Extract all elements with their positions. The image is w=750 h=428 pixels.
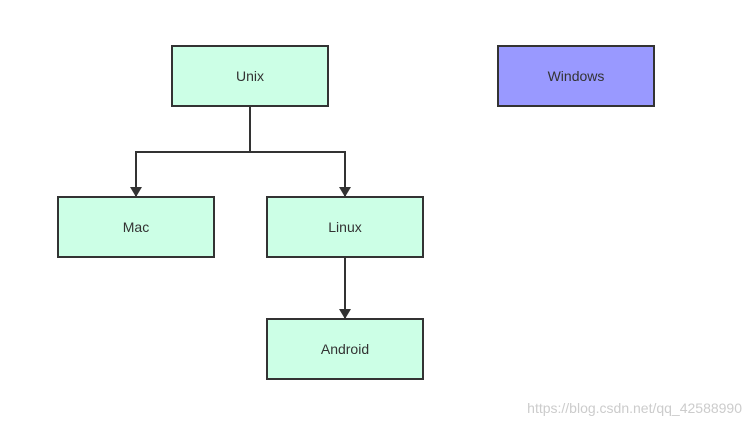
node-linux-box — [266, 196, 424, 258]
node-android-label: Android — [321, 341, 369, 357]
node-unix-box — [171, 45, 329, 107]
node-windows-box — [497, 45, 655, 107]
node-mac-label: Mac — [123, 219, 149, 235]
node-mac-box — [57, 196, 215, 258]
node-android: Android — [266, 318, 424, 380]
node-linux-label: Linux — [328, 219, 361, 235]
edge-unix-to-mac — [130, 151, 250, 197]
node-windows: Windows — [497, 45, 655, 107]
watermark-text: https://blog.csdn.net/qq_42588990 — [527, 400, 742, 416]
edge-unix-to-linux — [250, 151, 351, 197]
node-unix: Unix — [171, 45, 329, 107]
node-android-box — [266, 318, 424, 380]
node-linux: Linux — [266, 196, 424, 258]
edges — [130, 106, 351, 319]
node-unix-label: Unix — [236, 68, 264, 84]
node-mac: Mac — [57, 196, 215, 258]
node-windows-label: Windows — [548, 68, 605, 84]
